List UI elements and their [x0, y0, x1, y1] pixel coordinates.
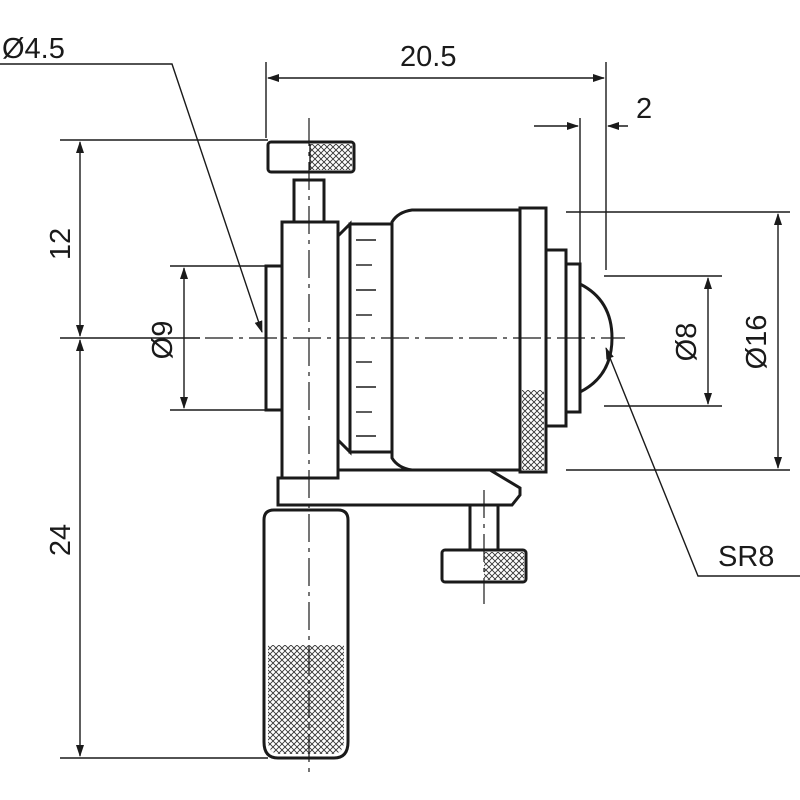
label-24: 24 [45, 524, 77, 556]
label-dia16: Ø16 [741, 315, 773, 370]
label-20-5: 20.5 [400, 41, 456, 73]
dimension-lines [0, 63, 800, 757]
label-2: 2 [636, 93, 652, 125]
center-lines [205, 118, 625, 772]
dimension-labels: Ø4.5 20.5 2 12 24 Ø9 Ø8 Ø16 SR8 [2, 33, 774, 573]
bottom-knob [440, 503, 528, 584]
label-sr8: SR8 [718, 541, 774, 573]
leader-dia4-5 [0, 63, 263, 333]
label-dia9: Ø9 [147, 321, 179, 360]
handle [262, 508, 350, 760]
label-dia8: Ø8 [671, 323, 703, 362]
top-knob [266, 140, 356, 224]
main-barrel [390, 208, 522, 472]
l-bracket [276, 468, 522, 507]
label-12: 12 [45, 228, 77, 260]
extension-lines [60, 62, 790, 759]
stand-column [280, 220, 340, 482]
label-dia4-5: Ø4.5 [2, 33, 65, 65]
instrument-body [262, 140, 614, 760]
leader-sr8 [605, 347, 800, 577]
front-collar [518, 206, 548, 474]
